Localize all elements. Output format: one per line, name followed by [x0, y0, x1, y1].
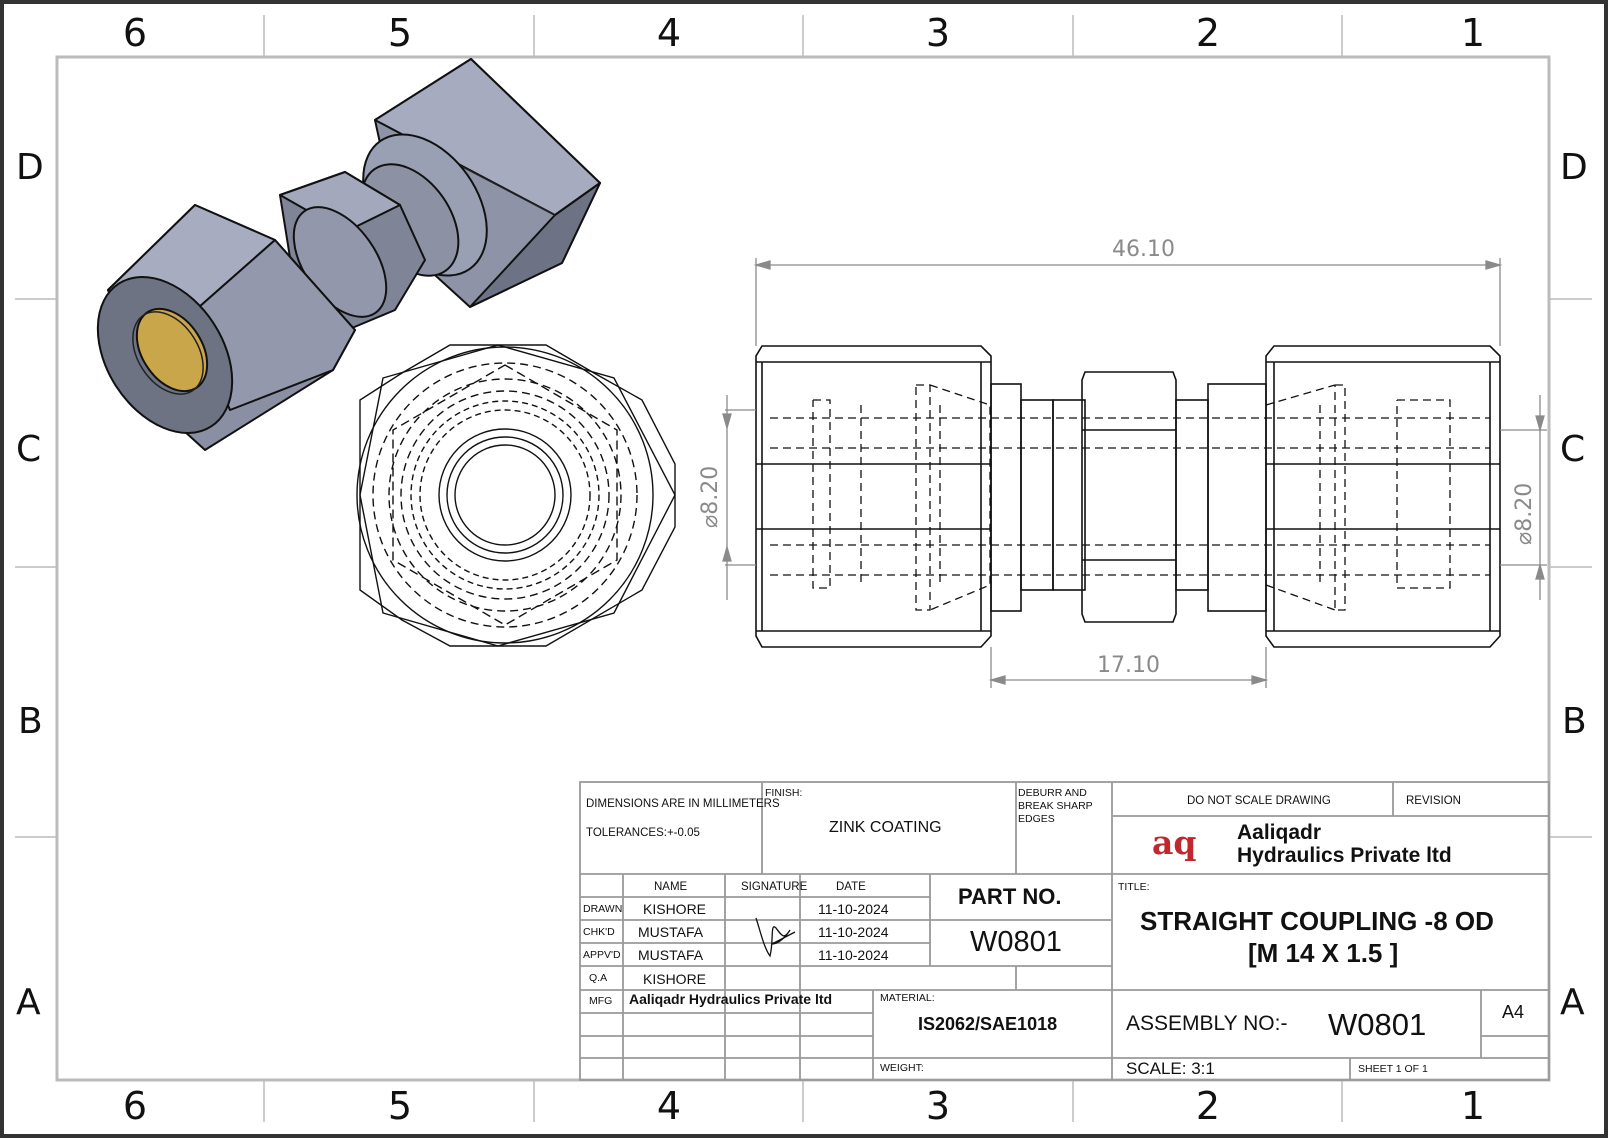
name-qa: KISHORE	[643, 971, 707, 987]
zone-col-3-top: 3	[925, 11, 951, 55]
header-date: DATE	[836, 881, 866, 893]
scale-label: SCALE: 3:1	[1126, 1059, 1215, 1078]
side-view	[755, 345, 1501, 648]
diameter-symbol: ⌀	[698, 514, 723, 528]
dimension-right-bore: ⌀8.20	[1512, 482, 1537, 545]
revision-label: REVISION	[1406, 795, 1461, 807]
date-drawn: 11-10-2024	[818, 901, 889, 917]
zone-col-1-bottom: 1	[1460, 1084, 1486, 1128]
zone-row-b-right: B	[1562, 701, 1587, 742]
zone-col-2-bottom: 2	[1195, 1084, 1221, 1128]
zone-row-b-left: B	[18, 701, 43, 742]
zone-col-6-top: 6	[122, 11, 148, 55]
role-qa: Q.A	[589, 972, 608, 984]
material-label: MATERIAL:	[880, 992, 935, 1004]
dimension-body-length: 17.10	[1097, 653, 1160, 678]
assembly-no-value: W0801	[1328, 1007, 1427, 1042]
zone-row-d-right: D	[1560, 147, 1588, 188]
zone-col-3-bottom: 3	[925, 1084, 951, 1128]
part-no-value: W0801	[970, 926, 1062, 958]
name-approved: MUSTAFA	[638, 947, 704, 963]
name-checked: MUSTAFA	[638, 924, 704, 940]
zone-row-d-left: D	[16, 147, 44, 188]
zone-col-4-top: 4	[656, 11, 682, 55]
left-bore-value: 8.20	[698, 465, 723, 515]
role-drawn: DRAWN	[583, 903, 623, 915]
zone-col-6-bottom: 6	[122, 1084, 148, 1128]
deburr-line-2: BREAK SHARP	[1018, 800, 1093, 812]
finish-value: ZINK COATING	[829, 819, 942, 836]
do-not-scale-note: DO NOT SCALE DRAWING	[1187, 795, 1331, 807]
end-view	[356, 344, 676, 647]
company-name-line-1: Aaliqadr	[1237, 821, 1322, 844]
tolerances-note: TOLERANCES:+-0.05	[586, 827, 700, 839]
title-block-grid	[579, 781, 1550, 1081]
zone-col-1-top: 1	[1460, 11, 1486, 55]
zone-col-5-top: 5	[387, 11, 413, 55]
weight-label: WEIGHT:	[880, 1062, 924, 1074]
date-approved: 11-10-2024	[818, 947, 889, 963]
zone-col-5-bottom: 5	[387, 1084, 413, 1128]
header-name: NAME	[654, 881, 688, 893]
zone-row-a-left: A	[16, 982, 41, 1023]
dimensions-note: DIMENSIONS ARE IN MILLIMETERS	[586, 798, 780, 810]
company-logo: aq	[1152, 823, 1197, 862]
role-approved: APPV'D	[583, 949, 621, 961]
role-checked: CHK'D	[583, 926, 615, 938]
zone-ticks	[15, 15, 1592, 1122]
zone-col-4-bottom: 4	[656, 1084, 682, 1128]
deburr-line-1: DEBURR AND	[1018, 787, 1087, 799]
finish-label: FINISH:	[765, 787, 803, 799]
zone-col-2-top: 2	[1195, 11, 1221, 55]
date-checked: 11-10-2024	[818, 924, 889, 940]
right-bore-value: 8.20	[1512, 482, 1537, 532]
dimension-overall-length: 46.10	[1112, 237, 1175, 262]
part-no-label: PART NO.	[958, 884, 1062, 909]
material-value: IS2062/SAE1018	[918, 1014, 1058, 1034]
title-label: TITLE:	[1118, 881, 1150, 893]
sheet-size: A4	[1502, 1002, 1525, 1022]
name-drawn: KISHORE	[643, 901, 707, 917]
signature-scribble	[755, 917, 796, 958]
zone-row-c-right: C	[1560, 429, 1586, 470]
name-mfg: Aaliqadr Hydraulics Private ltd	[629, 991, 833, 1007]
sheet-number: SHEET 1 OF 1	[1358, 1063, 1428, 1075]
zone-row-a-right: A	[1560, 982, 1585, 1023]
diameter-symbol: ⌀	[1512, 531, 1537, 545]
assembly-no-label: ASSEMBLY NO:-	[1126, 1012, 1288, 1035]
isometric-view	[96, 58, 601, 451]
dimension-lines	[722, 258, 1547, 688]
dimension-left-bore: ⌀8.20	[698, 465, 723, 528]
header-signature: SIGNATURE	[741, 881, 808, 893]
title-line-1: STRAIGHT COUPLING -8 OD	[1140, 906, 1494, 936]
title-line-2: [M 14 X 1.5 ]	[1248, 938, 1399, 968]
role-mfg: MFG	[589, 995, 613, 1007]
zone-row-c-left: C	[16, 429, 42, 470]
company-name-line-2: Hydraulics Private ltd	[1237, 844, 1452, 867]
deburr-line-3: EDGES	[1018, 813, 1055, 825]
